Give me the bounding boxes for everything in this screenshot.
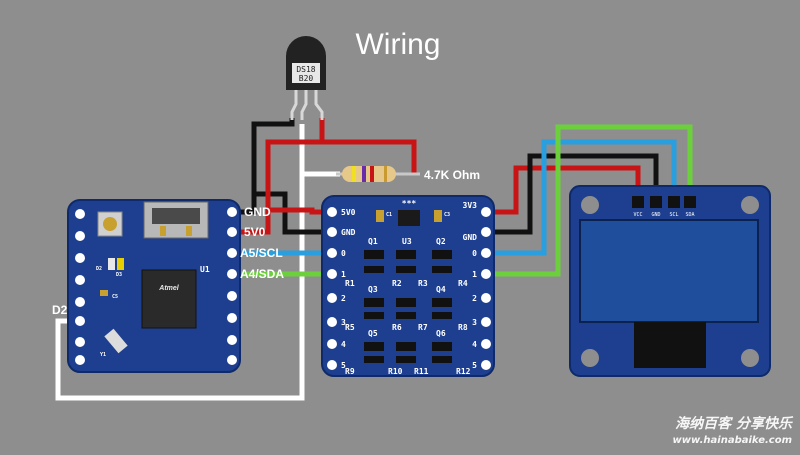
ds18b20-sensor: DS18 B20 [286, 36, 326, 120]
sda-label: A4/SDA [240, 267, 284, 281]
arduino-label-d2: D2 [96, 266, 102, 272]
shifter-left-pin-label: GND [341, 228, 356, 237]
shifter-right-pin-label: 3 [472, 318, 477, 327]
5v0-label: 5V0 [244, 225, 266, 239]
oled-pin-sda: SDA [685, 212, 694, 218]
pullup-resistor: 4.7K Ohm [336, 166, 480, 182]
res-label-r11: R11 [414, 367, 429, 376]
res-label-r4: R4 [458, 279, 468, 288]
arduino-5v-wire [238, 139, 322, 235]
res-label-r3: R3 [418, 279, 428, 288]
shifter-left-pins [327, 207, 337, 370]
comp-label-q4: Q4 [436, 285, 446, 294]
comp-label-u3: U3 [402, 237, 412, 246]
oled-screen [579, 219, 759, 323]
arduino-label-c5: C5 [112, 294, 118, 300]
sensor-label-line2: B20 [299, 74, 314, 83]
shifter-right-pins [481, 207, 491, 370]
diagram-title: Wiring [355, 28, 440, 61]
comp-label-q6: Q6 [436, 329, 446, 338]
res-label-r2: R2 [392, 279, 402, 288]
shifter-left-pin-label: 1 [341, 270, 346, 279]
d2-label: D2 [52, 303, 68, 317]
res-label-r9: R9 [345, 367, 355, 376]
shifter-left-pin-label: 0 [341, 249, 346, 258]
shifter-right-pin-label: GND [463, 233, 478, 242]
d2-data-wire [55, 124, 305, 401]
oled-pin-gnd: GND [651, 212, 660, 218]
res-label-r5: R5 [345, 323, 355, 332]
scl-wire-right [488, 139, 677, 256]
shifter-right-pin-label: 2 [472, 294, 477, 303]
shifter-left-pin-label: 4 [341, 340, 346, 349]
comp-label-q5: Q5 [368, 329, 378, 338]
res-label-r8: R8 [458, 323, 468, 332]
oled-ribbon [634, 322, 706, 368]
res-label-r1: R1 [345, 279, 355, 288]
oled-pin-scl: SCL [669, 212, 678, 218]
scl-label: A5/SCL [240, 246, 283, 260]
vcc-wire-right [488, 165, 641, 215]
arduino-label-d3: D3 [116, 272, 122, 278]
shifter-right-pin-label: 5 [472, 361, 477, 370]
shifter-left-pin-label: 5 [341, 361, 346, 370]
arduino-right-headers [227, 207, 237, 365]
arduino-label-y1: Y1 [100, 352, 106, 358]
wires [55, 118, 693, 401]
sda-wire-right [488, 124, 693, 277]
watermark-url: www.hainabaike.com [673, 435, 792, 446]
cap-label-c1: C1 [386, 212, 392, 218]
gnd-label: GND [244, 205, 271, 219]
arduino-pin-labels: GND 5V0 A5/SCL A4/SDA D2 [52, 205, 284, 317]
shifter-right-pin-label: 0 [472, 249, 477, 258]
watermark: 海纳百客 分享快乐 www.hainabaike.com [673, 415, 794, 446]
oled-header-pins [632, 196, 696, 208]
level-shifter-board: 5V0 GND 0 1 2 3 4 5 3V3 GND 0 1 2 3 4 5 … [321, 195, 495, 377]
sensor-gnd-wire [238, 118, 295, 215]
arduino-left-headers [75, 209, 85, 365]
arduino-pro-mini: D2 D3 C5 Atmel U1 Y1 [67, 199, 241, 373]
cap-label-c3: C3 [444, 212, 450, 218]
mcu-chip [141, 269, 197, 329]
oled-display: VCC GND SCL SDA [569, 185, 771, 377]
shifter-left-pin-label: 3 [341, 318, 346, 327]
res-label-r10: R10 [388, 367, 403, 376]
shifter-left-pin-label: 2 [341, 294, 346, 303]
resistor-value-label: 4.7K Ohm [424, 168, 480, 182]
mcu-logo: Atmel [158, 285, 180, 292]
shifter-right-pin-label: 3V3 [463, 201, 478, 210]
res-label-r12: R12 [456, 367, 471, 376]
shifter-smd-parts [364, 250, 452, 363]
arduino-label-u1: U1 [200, 265, 210, 274]
comp-label-q1: Q1 [368, 237, 378, 246]
res-label-r6: R6 [392, 323, 402, 332]
oled-pin-vcc: VCC [633, 212, 642, 218]
sensor-5v-wire [319, 118, 417, 174]
comp-label-q2: Q2 [436, 237, 446, 246]
shifter-left-pin-label: 5V0 [341, 208, 356, 217]
stars-label: *** [402, 199, 417, 208]
res-label-r7: R7 [418, 323, 428, 332]
gnd-wire-right [488, 153, 659, 235]
sensor-label-line1: DS18 [296, 65, 315, 74]
comp-label-q3: Q3 [368, 285, 378, 294]
watermark-text-cn: 海纳百客 分享快乐 [675, 415, 794, 432]
shifter-right-pin-label: 4 [472, 340, 477, 349]
shifter-right-pin-label: 1 [472, 270, 477, 279]
